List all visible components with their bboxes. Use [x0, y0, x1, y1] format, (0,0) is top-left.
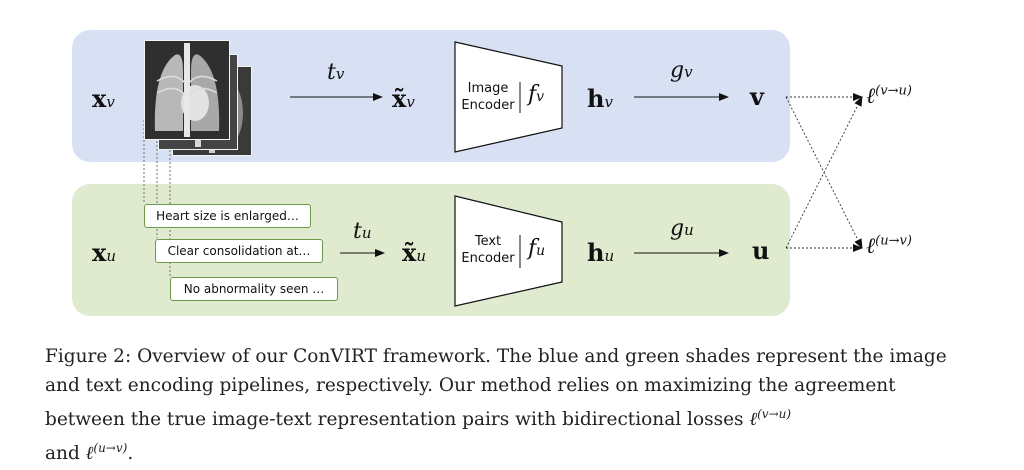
image-encoder-label: Image Encoder	[461, 81, 515, 113]
text-embedding-label: u	[752, 236, 770, 265]
report-snippet: Clear consolidation at…	[155, 239, 323, 263]
text-augmented-label: x̃u	[402, 238, 426, 267]
text-input-label: xu	[92, 238, 116, 267]
chest-xray-image-1	[144, 40, 230, 140]
text-to-image-loss-label: ℓ(u→v)	[866, 233, 912, 259]
image-to-text-loss-label: ℓ(v→u)	[866, 83, 912, 109]
loss-connector-u-to-v	[785, 96, 863, 249]
image-embedding-label: v	[750, 82, 764, 111]
report-snippet: Heart size is enlarged…	[144, 204, 311, 228]
image-input-label: xv	[92, 84, 115, 113]
image-projection-label: gv	[670, 58, 693, 83]
image-encoder-function: fv	[528, 82, 545, 107]
report-snippet: No abnormality seen …	[170, 277, 338, 301]
text-hidden-label: hu	[587, 238, 615, 267]
image-augmented-label: x̃v	[392, 84, 415, 113]
text-encoder-shape	[454, 195, 563, 307]
text-encoder-function: fu	[528, 236, 546, 261]
text-encoder-label: Text Encoder	[461, 234, 515, 266]
figure-caption: Figure 2: Overview of our ConVIRT framew…	[45, 346, 947, 465]
image-encoder-shape	[454, 41, 563, 153]
image-hidden-label: hv	[587, 84, 613, 113]
image-transform-label: tv	[327, 60, 345, 85]
text-transform-label: tu	[353, 219, 372, 244]
text-projection-label: gu	[670, 216, 694, 241]
